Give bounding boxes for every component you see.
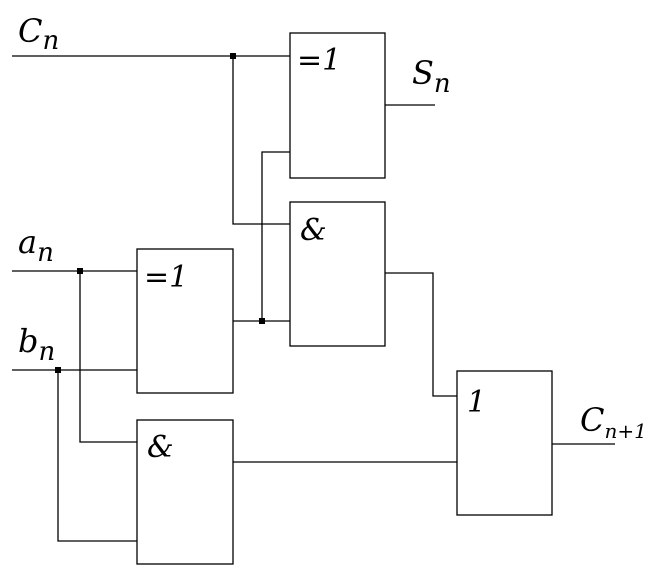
label-carry-out-sub: n+1 xyxy=(604,419,646,443)
gate-xor-sum-symbol: =1 xyxy=(297,43,341,78)
label-carry-out-base: C xyxy=(580,401,604,439)
label-carry-out: Cn+1 xyxy=(580,401,647,443)
gate-or-out-symbol: 1 xyxy=(467,385,486,420)
gate-or-out: 1 xyxy=(456,370,553,516)
wire-and-carry-to-or xyxy=(385,272,457,397)
junction-xor-ab xyxy=(259,318,265,324)
gate-xor-ab-symbol: =1 xyxy=(144,260,188,295)
label-a-in-base: a xyxy=(18,223,37,261)
wire-cn-to-and xyxy=(232,56,290,225)
gate-xor-sum: =1 xyxy=(289,32,386,179)
junction-an xyxy=(77,268,83,274)
wire-xor-ab-to-xor-sum xyxy=(261,151,290,321)
label-b-in: bn xyxy=(18,322,55,367)
gate-and-carry: & xyxy=(289,201,386,347)
gate-and-carry-symbol: & xyxy=(300,213,327,248)
label-sum-out: Sn xyxy=(412,54,451,99)
gate-and-ab-symbol: & xyxy=(147,430,174,465)
label-c-in-sub: n xyxy=(42,26,59,56)
label-sum-out-base: S xyxy=(412,54,434,92)
junction-cn xyxy=(230,53,236,59)
wire-bn-to-and xyxy=(57,370,137,542)
junction-bn xyxy=(55,367,61,373)
gate-and-ab: & xyxy=(136,419,234,565)
gate-xor-ab: =1 xyxy=(136,248,234,394)
label-c-in-base: C xyxy=(18,12,42,50)
label-a-in-sub: n xyxy=(37,238,54,268)
label-b-in-base: b xyxy=(18,322,38,360)
label-sum-out-sub: n xyxy=(434,69,451,99)
label-c-in: Cn xyxy=(18,12,59,56)
wire-an-to-and xyxy=(79,271,137,443)
label-b-in-sub: n xyxy=(38,337,55,367)
label-a-in: an xyxy=(18,223,54,268)
